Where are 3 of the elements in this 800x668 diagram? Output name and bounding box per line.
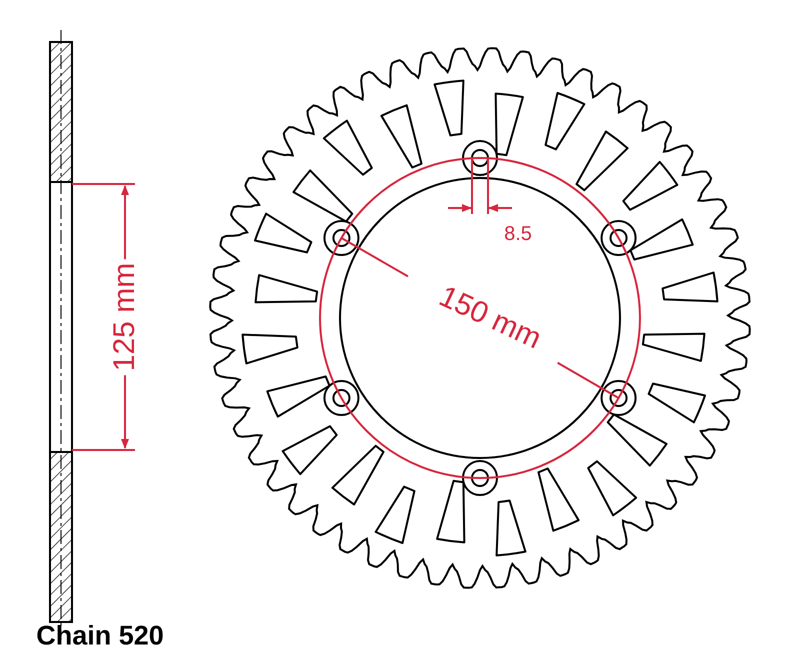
dimension-label: 150 mm: [434, 282, 546, 354]
dimension-label: 8.5: [504, 224, 532, 244]
chain-size-label: Chain 520: [36, 622, 164, 650]
